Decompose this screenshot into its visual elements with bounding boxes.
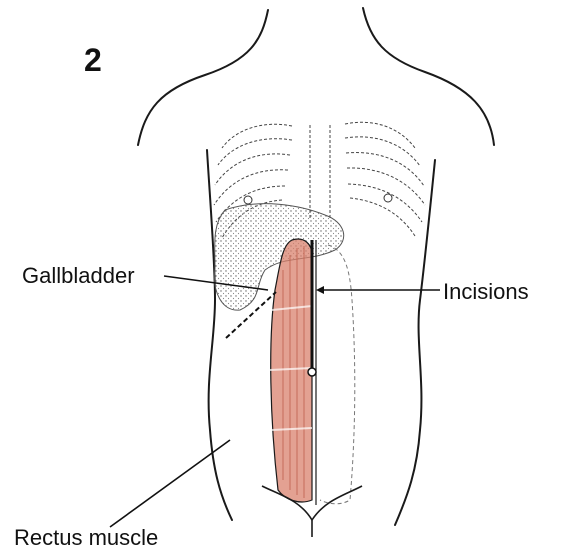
right-rectus-sheath <box>320 245 355 504</box>
sternum <box>310 125 330 220</box>
right-nipple <box>384 194 392 202</box>
incisions-arrowhead <box>316 286 324 294</box>
left-nipple <box>244 196 252 204</box>
umbilicus <box>308 368 316 376</box>
right-ribs <box>345 122 425 236</box>
